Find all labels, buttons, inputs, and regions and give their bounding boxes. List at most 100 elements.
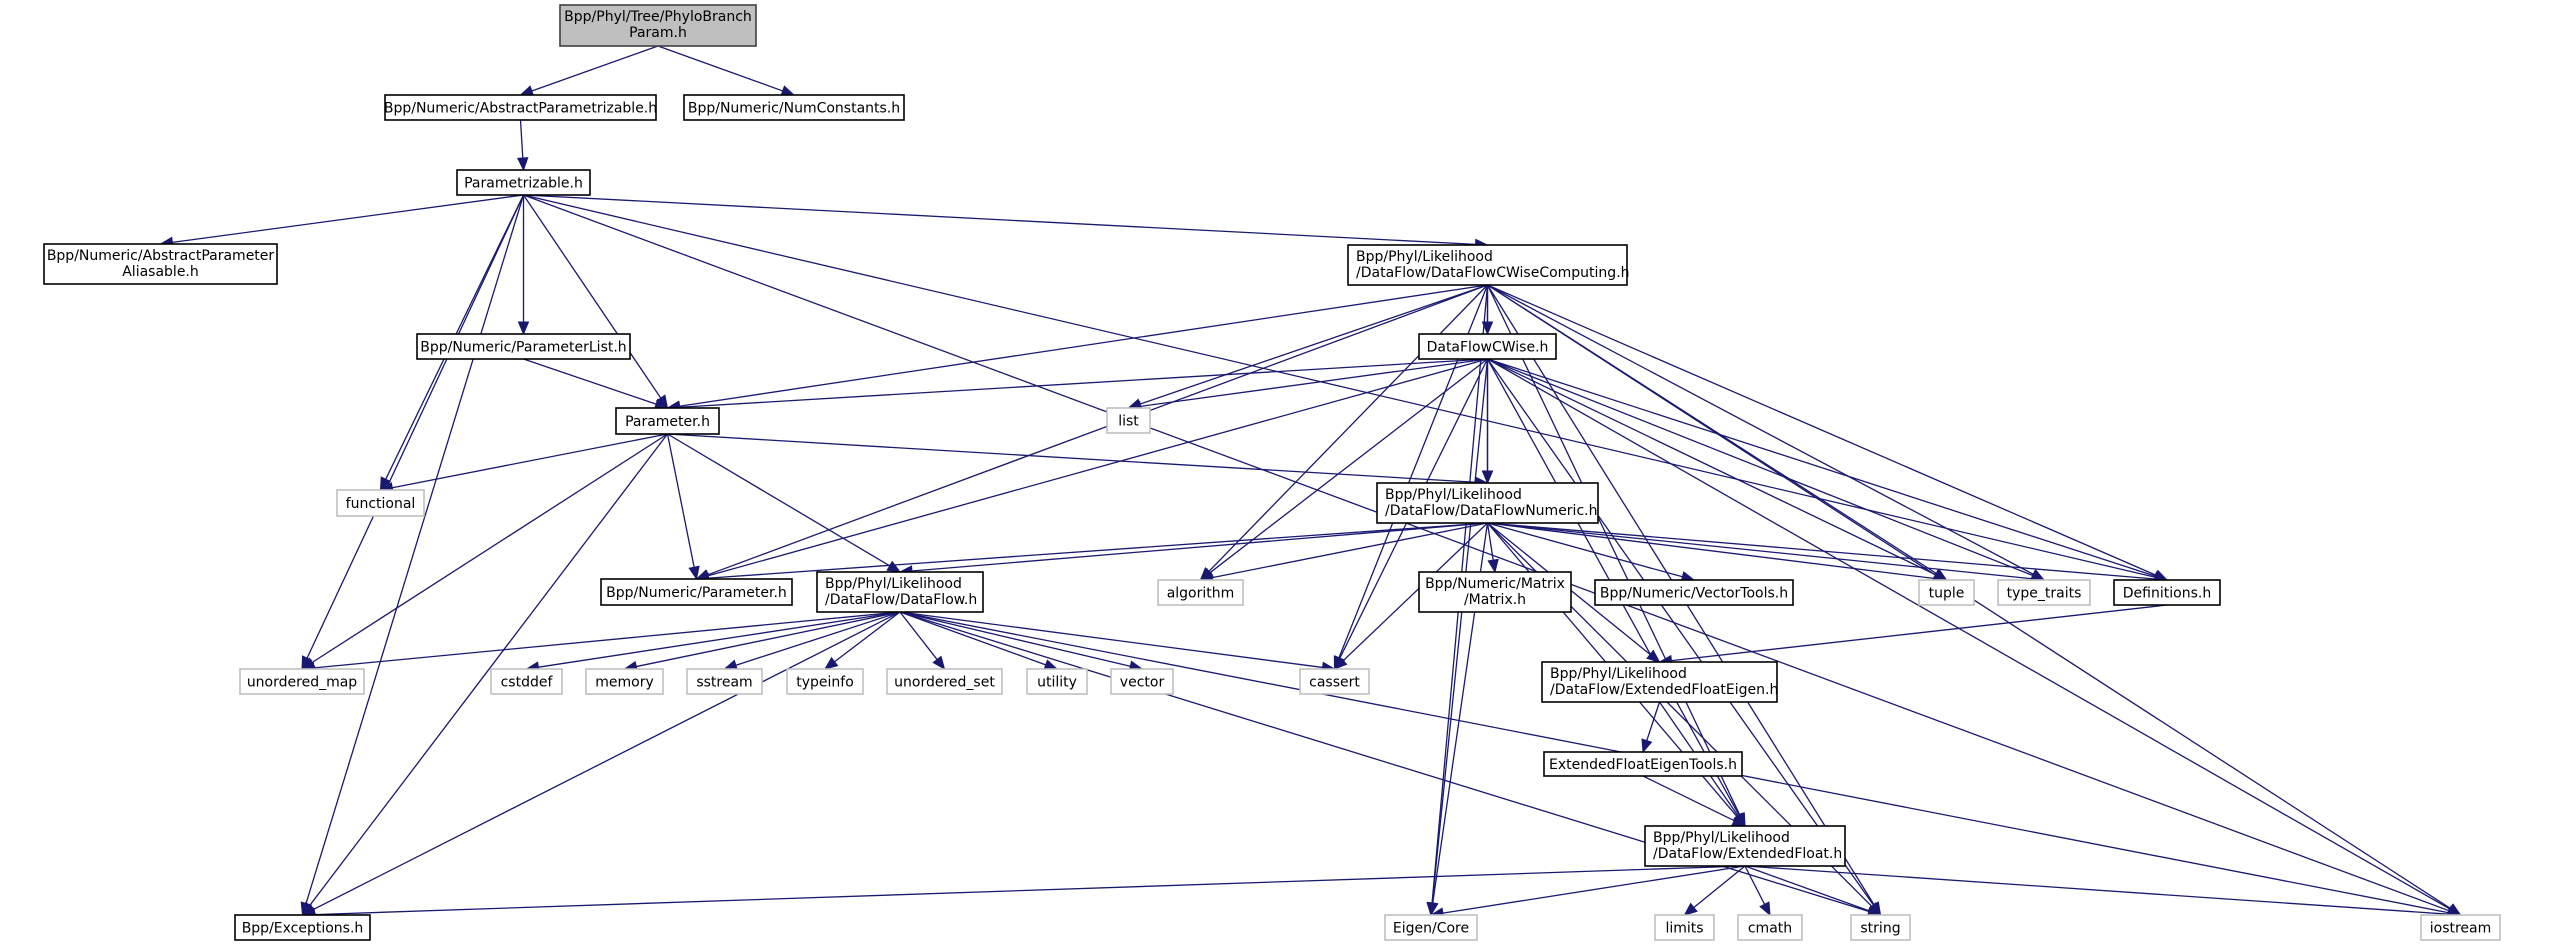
node-box xyxy=(234,914,371,941)
edge-dataflow-to-unorderedMap xyxy=(300,611,901,674)
system-header-node: tuple xyxy=(1918,579,1975,606)
node-box xyxy=(239,668,365,695)
arrowhead-icon xyxy=(1646,649,1661,663)
header-node[interactable]: Bpp/Phyl/Likelihood/DataFlow/DataFlowNum… xyxy=(1376,482,1599,524)
arrowhead-icon xyxy=(517,321,530,336)
edge-extendedFloat-to-limits xyxy=(1683,865,1746,916)
edge-line xyxy=(531,45,659,92)
edge-line xyxy=(1744,865,1766,905)
node-box xyxy=(1110,668,1174,695)
node-box xyxy=(1418,333,1557,360)
edge-line xyxy=(1487,358,2034,577)
edge-dataflow-to-memory xyxy=(623,611,901,673)
node-label: /DataFlow/DataFlowNumeric.h xyxy=(1385,503,1597,519)
header-node[interactable]: ExtendedFloatEigenTools.h xyxy=(1543,751,1743,777)
edge-dfcwise-to-iostream xyxy=(1487,358,2462,916)
node-label: Aliasable.h xyxy=(122,264,199,280)
edge-line xyxy=(313,611,901,669)
header-node[interactable]: DataFlowCWise.h xyxy=(1418,333,1557,360)
edge-parameterH-to-dfNumeric xyxy=(667,433,1489,488)
node-box xyxy=(456,169,591,196)
edge-dfcwise-to-dfNumeric xyxy=(1481,359,1494,485)
edge-dfNumeric-to-numParameter xyxy=(695,522,1488,584)
edge-line xyxy=(172,194,524,244)
header-node[interactable]: Parametrizable.h xyxy=(456,169,591,196)
edge-line xyxy=(1487,358,1936,576)
edge-parameterList-to-parameterH xyxy=(523,358,669,410)
system-header-node: sstream xyxy=(686,668,763,695)
node-box xyxy=(384,94,657,121)
header-node[interactable]: Bpp/Numeric/NumConstants.h xyxy=(683,94,905,121)
arrowhead-icon xyxy=(1641,738,1653,754)
edge-line xyxy=(1744,865,1870,912)
edge-line xyxy=(392,433,668,489)
edge-line xyxy=(312,611,901,911)
edge-dfcwise-to-parameterH xyxy=(666,358,1488,413)
edge-parametrizable-to-parameterList xyxy=(517,195,530,336)
system-header-node: Eigen/Core xyxy=(1384,914,1478,941)
node-label: Bpp/Phyl/Likelihood xyxy=(825,576,962,592)
edge-line xyxy=(1487,522,2156,580)
edge-efEigen-to-efEigenTools xyxy=(1641,701,1661,754)
edge-line xyxy=(1209,358,1488,574)
node-label: list xyxy=(1118,414,1139,430)
node-label: memory xyxy=(595,675,654,691)
arrowhead-icon xyxy=(517,157,529,172)
node-box xyxy=(686,668,763,695)
edge-line xyxy=(667,433,1476,483)
edge-parametrizable-to-parameterH xyxy=(522,194,669,410)
edge-line xyxy=(679,358,1488,408)
edge-line xyxy=(1487,522,2033,580)
arrowhead-icon xyxy=(1759,901,1771,917)
header-node[interactable]: Bpp/Phyl/Likelihood/DataFlow/ExtendedFlo… xyxy=(1541,661,1778,703)
node-label: tuple xyxy=(1929,586,1965,602)
edge-line xyxy=(636,611,901,668)
node-box xyxy=(683,94,905,121)
node-box xyxy=(1418,571,1572,613)
node-box xyxy=(615,407,720,435)
edge-line xyxy=(1486,358,1875,906)
edge-line xyxy=(1744,865,2449,915)
header-node[interactable]: Bpp/Numeric/Matrix/Matrix.h xyxy=(1418,571,1572,613)
node-box xyxy=(1997,579,2091,606)
node-label: Bpp/Numeric/AbstractParameter xyxy=(47,248,275,264)
node-box xyxy=(1918,579,1975,606)
header-node[interactable]: Bpp/Numeric/VectorTools.h xyxy=(1594,579,1794,606)
node-label: Bpp/Numeric/AbstractParametrizable.h xyxy=(384,101,657,117)
node-label: Definitions.h xyxy=(2123,586,2211,602)
edges-layer xyxy=(159,45,2462,921)
node-label: Bpp/Numeric/Matrix xyxy=(1425,576,1565,592)
node-label: Bpp/Numeric/VectorTools.h xyxy=(1600,586,1788,602)
node-label: Bpp/Phyl/Tree/PhyloBranch xyxy=(564,9,752,25)
edge-dataflow-to-typeinfo xyxy=(823,611,901,670)
node-box xyxy=(1384,914,1478,941)
edge-line xyxy=(1212,522,1488,579)
edge-line xyxy=(899,611,938,660)
edge-line xyxy=(1487,358,2156,577)
node-label: Bpp/Phyl/Likelihood xyxy=(1356,249,1493,265)
edge-dfcwise-to-definitions xyxy=(1487,358,2169,582)
header-node[interactable]: Bpp/Phyl/Likelihood/DataFlow/ExtendedFlo… xyxy=(1644,825,1846,867)
edge-line xyxy=(667,433,891,567)
header-node[interactable]: Definitions.h xyxy=(2113,579,2221,606)
header-node[interactable]: Bpp/Phyl/Likelihood/DataFlow/DataFlowCWi… xyxy=(1347,244,1630,286)
arrowhead-icon xyxy=(688,565,700,581)
header-node[interactable]: Parameter.h xyxy=(615,407,720,435)
edge-line xyxy=(1140,358,1488,408)
header-node[interactable]: Bpp/Numeric/AbstractParametrizable.h xyxy=(384,94,657,121)
node-label: ExtendedFloatEigenTools.h xyxy=(1549,757,1737,773)
edge-line xyxy=(1693,865,1746,908)
edge-dfNumeric-to-cassert xyxy=(1333,522,1488,670)
header-node[interactable]: Bpp/Numeric/Parameter.h xyxy=(600,578,793,606)
arrowhead-icon xyxy=(1487,558,1499,574)
edge-line xyxy=(1139,284,1488,405)
node-box xyxy=(43,243,278,285)
header-node[interactable]: Bpp/Numeric/ParameterList.h xyxy=(416,333,631,360)
node-label: Eigen/Core xyxy=(1393,921,1469,937)
header-node[interactable]: Bpp/Phyl/Likelihood/DataFlow/DataFlow.h xyxy=(816,571,984,613)
arrowhead-icon xyxy=(1427,901,1439,917)
header-node[interactable]: Bpp/Exceptions.h xyxy=(234,914,371,941)
edge-line xyxy=(523,194,2156,578)
